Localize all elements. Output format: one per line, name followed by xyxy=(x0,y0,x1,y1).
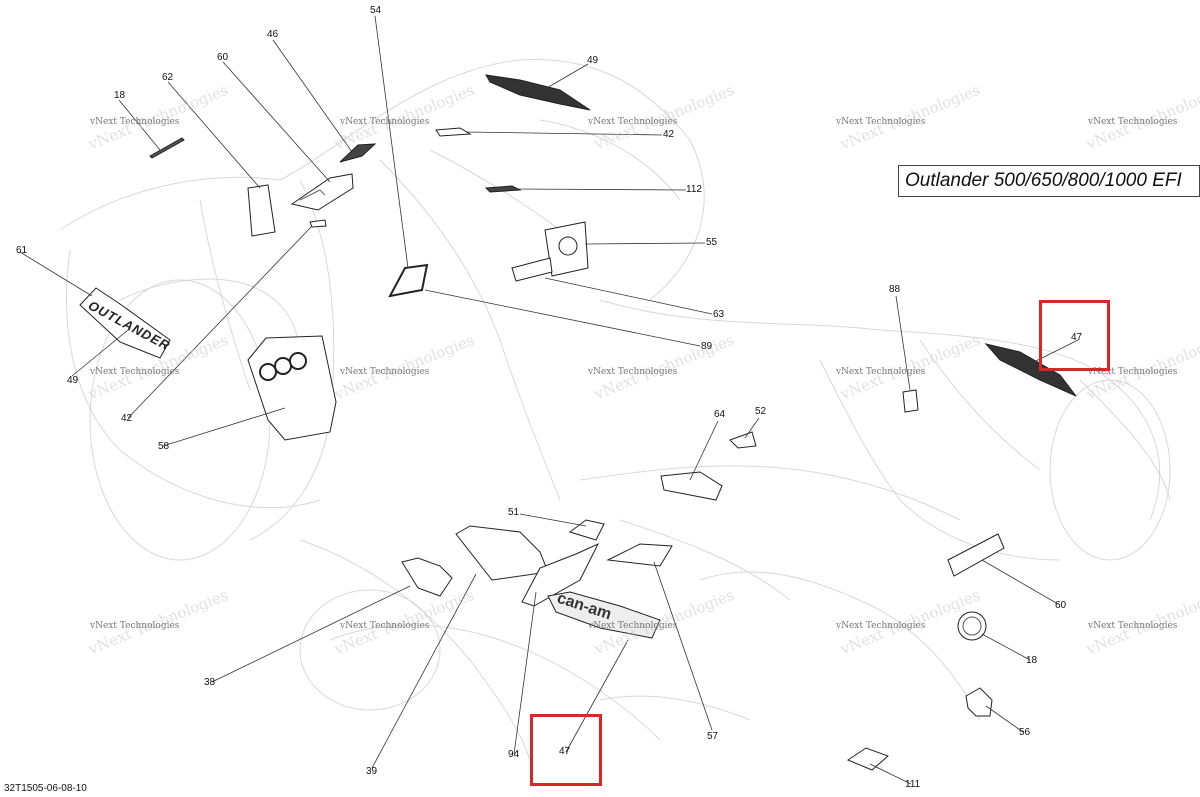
callout-52[interactable]: 52 xyxy=(755,406,767,417)
callout-58[interactable]: 58 xyxy=(158,441,170,452)
decal-57 xyxy=(606,543,673,567)
decal-60-right xyxy=(947,533,1005,577)
decal-46 xyxy=(339,143,377,163)
callout-51[interactable]: 51 xyxy=(508,507,520,518)
decal-47-right xyxy=(984,343,1077,397)
callout-112[interactable]: 112 xyxy=(686,184,702,195)
decal-54 xyxy=(388,263,429,298)
decal-52 xyxy=(729,431,757,449)
decal-39 xyxy=(455,525,549,581)
callout-88[interactable]: 88 xyxy=(889,284,901,295)
decal-88 xyxy=(902,389,919,413)
decal-parts xyxy=(79,74,1077,771)
callout-46[interactable]: 46 xyxy=(267,29,279,40)
callout-57[interactable]: 57 xyxy=(707,731,719,742)
callout-60[interactable]: 60 xyxy=(217,52,229,63)
decal-49-top xyxy=(485,74,591,111)
decal-18-top xyxy=(149,137,185,159)
callout-38[interactable]: 38 xyxy=(204,677,216,688)
decal-56 xyxy=(965,687,993,717)
callout-62[interactable]: 62 xyxy=(162,72,174,83)
callout-94[interactable]: 94 xyxy=(508,749,520,760)
decal-42-top xyxy=(435,127,472,137)
callout-18[interactable]: 18 xyxy=(1026,655,1038,666)
decal-58 xyxy=(247,335,337,441)
callout-49[interactable]: 49 xyxy=(67,375,79,386)
callout-47[interactable]: 47 xyxy=(559,746,571,757)
callout-60[interactable]: 60 xyxy=(1055,600,1067,611)
callout-47[interactable]: 47 xyxy=(1071,332,1083,343)
callout-55[interactable]: 55 xyxy=(706,237,718,248)
callout-54[interactable]: 54 xyxy=(370,5,382,16)
highlight-box-47-right xyxy=(1039,300,1110,371)
callout-111[interactable]: 111 xyxy=(905,779,921,790)
decal-canam xyxy=(547,591,661,639)
diagram-code: 32T1505-06-08-10 xyxy=(4,783,87,794)
decal-111 xyxy=(846,747,889,771)
highlight-box-47-bottom xyxy=(530,714,602,786)
callout-39[interactable]: 39 xyxy=(366,766,378,777)
decal-51 xyxy=(568,519,605,541)
decal-38 xyxy=(401,557,453,597)
callout-64[interactable]: 64 xyxy=(714,409,726,420)
decal-112 xyxy=(484,185,522,193)
callout-56[interactable]: 56 xyxy=(1019,727,1031,738)
callout-18[interactable]: 18 xyxy=(114,90,126,101)
model-title: Outlander 500/650/800/1000 EFI xyxy=(898,165,1200,197)
decal-63 xyxy=(511,257,553,282)
decal-61 xyxy=(79,287,171,359)
callout-42[interactable]: 42 xyxy=(121,413,133,424)
callout-63[interactable]: 63 xyxy=(713,309,725,320)
leader-lines xyxy=(19,15,1079,785)
callout-49[interactable]: 49 xyxy=(587,55,599,66)
callout-61[interactable]: 61 xyxy=(16,245,28,256)
decal-42-small xyxy=(309,219,327,228)
callout-89[interactable]: 89 xyxy=(701,341,713,352)
decal-62 xyxy=(247,184,276,237)
decal-18-right xyxy=(957,611,987,641)
vehicle-outline xyxy=(59,59,1171,761)
callout-42[interactable]: 42 xyxy=(663,129,675,140)
